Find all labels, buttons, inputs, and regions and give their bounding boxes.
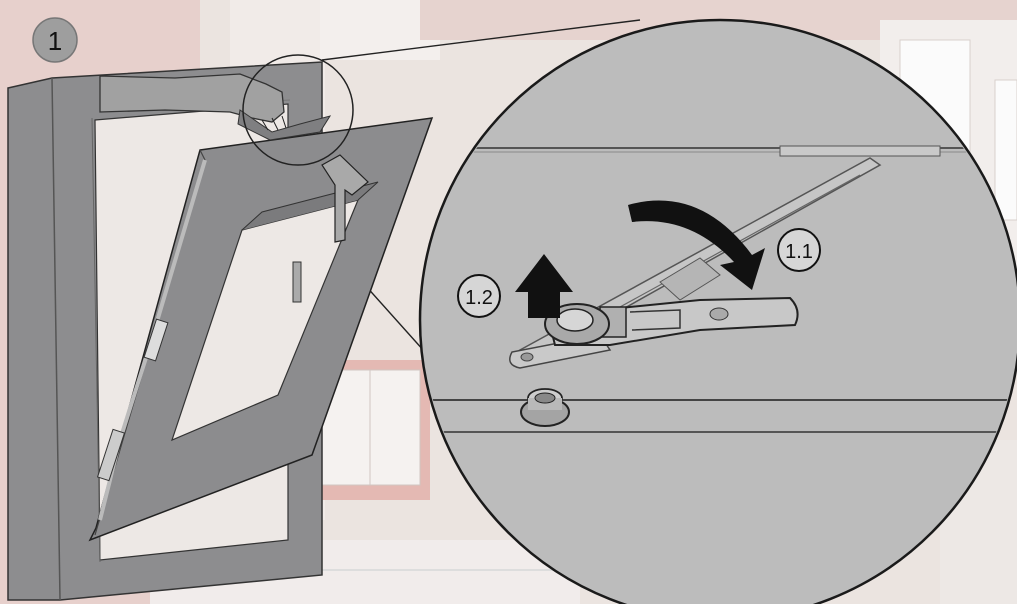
callout-1-1-label: 1.1	[785, 241, 813, 263]
step-number: 1	[48, 26, 62, 56]
step-badge: 1	[32, 17, 78, 63]
curved-arrow-icon	[628, 200, 765, 290]
zoom-source-circle	[242, 54, 354, 166]
up-arrow-icon	[515, 254, 573, 318]
callout-1-1: 1.1	[777, 228, 821, 272]
callout-1-2: 1.2	[457, 274, 501, 318]
hand-illustration	[99, 73, 332, 141]
callout-1-2-label: 1.2	[465, 287, 493, 309]
zoom-detail-circle	[418, 18, 1017, 604]
window-sash	[88, 117, 434, 542]
